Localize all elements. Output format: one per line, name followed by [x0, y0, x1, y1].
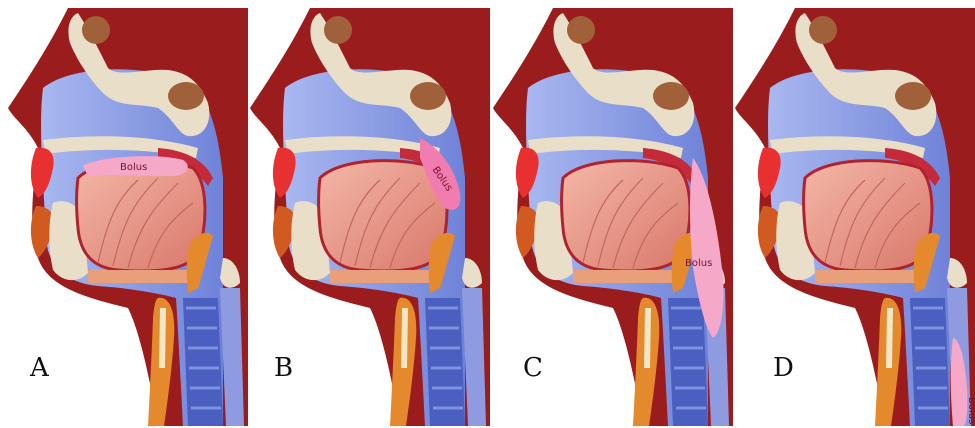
bolus-label: Bolus [966, 397, 975, 424]
panel-d: Bolus D [735, 8, 975, 426]
panel-a: Bolus A [8, 8, 248, 426]
panel-b: Bolus B [250, 8, 490, 426]
bolus-label: Bolus [685, 258, 712, 269]
panel-letter-a: A [30, 353, 49, 383]
panel-letter-b: B [274, 353, 293, 383]
panel-letter-c: C [523, 353, 543, 383]
panel-letter-d: D [773, 353, 794, 383]
panel-c: Bolus C [493, 8, 733, 426]
swallow-diagram-d: Bolus [735, 8, 975, 426]
bolus-label: Bolus [120, 162, 147, 173]
